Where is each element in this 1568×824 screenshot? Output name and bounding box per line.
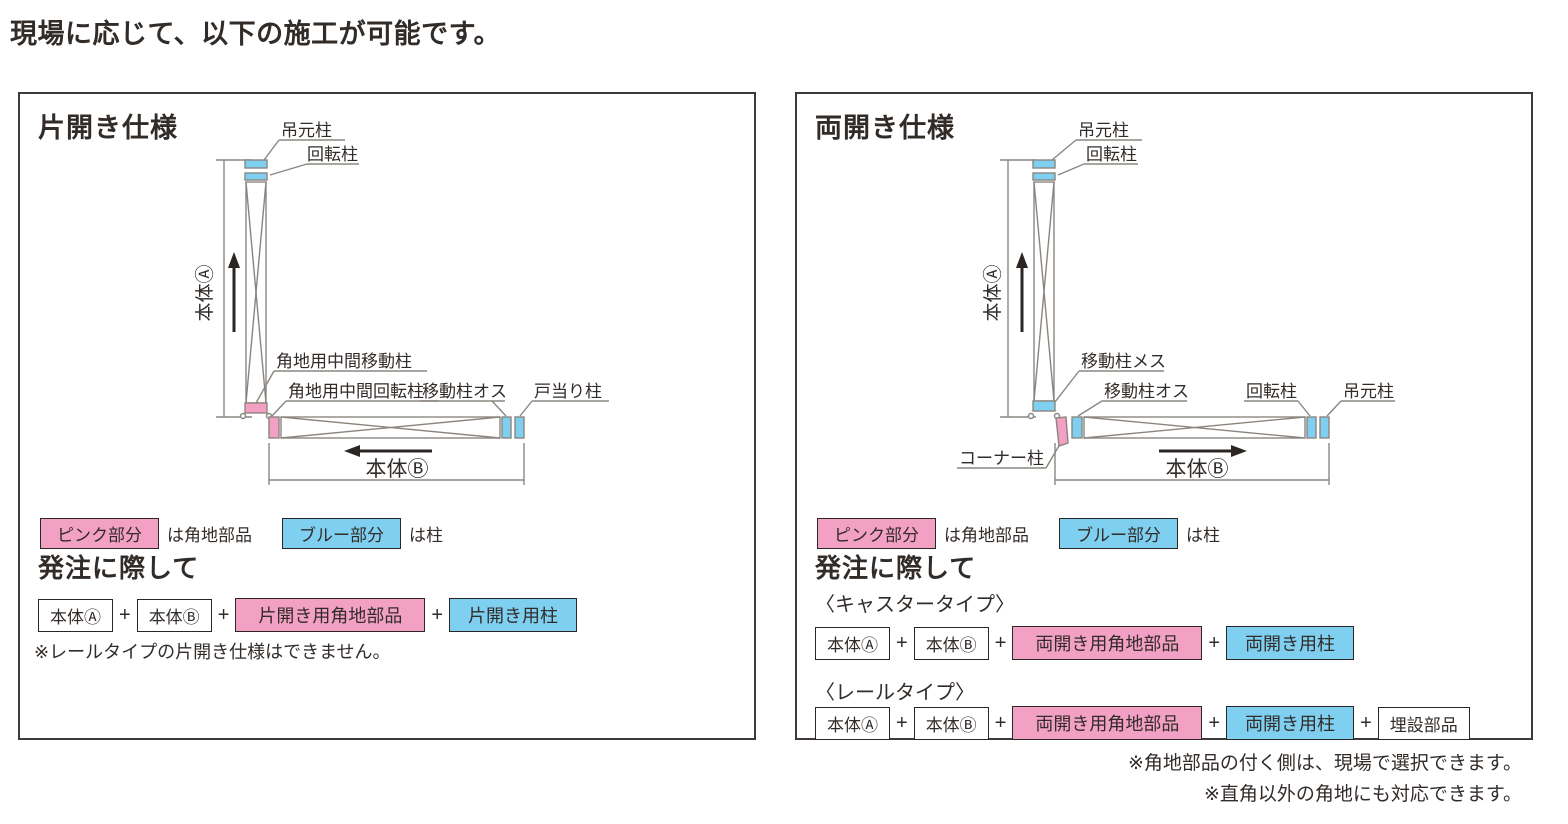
corner-middle-rotating-pillar-label: 角地用中間回転柱 [288,382,424,401]
formula-chip-body-a: 本体Ⓐ [38,598,113,632]
formula-chip-pillar: 両開き用柱 [1226,626,1355,660]
moving-pillar-male-shape [501,416,512,439]
vertical-gate [1027,159,1061,420]
leader-lines-bottom [957,370,1395,469]
formula-chip-pillar: 片開き用柱 [449,598,578,632]
dimension-b [1054,443,1330,485]
single-swing-panel: 片開き仕様 本体Ⓐ 吊元柱 回転柱 [18,92,756,740]
body-a-direction-arrow-icon [1016,252,1028,332]
plus-sign: + [896,711,908,734]
formula-chip-body-b: 本体Ⓑ [136,598,212,632]
double-swing-title: 両開き仕様 [815,113,955,143]
moving-pillar-female-shape [1032,400,1056,412]
footnote-1: ※角地部品の付く側は、現場で選択できます。 [1127,753,1522,774]
order-heading: 発注に際して [815,553,977,583]
rotating-pillar-shape [1032,172,1056,181]
footnote-2: ※直角以外の角地にも対応できます。 [1203,784,1522,805]
body-b-label: 本体Ⓑ [366,458,429,481]
plus-sign: + [896,631,908,654]
formula-chip-pillar: 両開き用柱 [1226,706,1355,740]
dimension-b [268,443,525,485]
hanging-pillar-label: 吊元柱 [281,121,332,140]
plus-sign: + [431,603,444,626]
formula-chip-buried-parts: 埋設部品 [1377,706,1470,740]
corner-pillar-label: コーナー柱 [959,449,1044,468]
leader-lines-top [263,139,359,176]
plus-sign: + [119,603,131,626]
body-a-label: 本体Ⓐ [982,264,1004,321]
rotating-pillar-label: 回転柱 [1086,145,1137,164]
formula-chip-corner-parts: 片開き用角地部品 [235,598,426,632]
caster-order-formula: 本体Ⓐ + 本体Ⓑ + 両開き用角地部品 + 両開き用柱 [815,626,1355,660]
order-heading: 発注に際して [38,553,200,583]
blue-legend-desc: は柱 [1186,526,1220,545]
blue-legend-badge: ブルー部分 [282,518,401,549]
pink-legend-desc: は角地部品 [167,526,252,545]
plus-sign: + [217,603,230,626]
body-b-label: 本体Ⓑ [1166,458,1229,481]
door-stop-pillar-shape [514,416,525,439]
rail-type-heading: 〈レールタイプ〉 [815,682,975,704]
corner-middle-moving-pillar-label: 角地用中間移動柱 [276,352,412,371]
rotating-pillar-shape [244,172,268,181]
hanging-pillar-shape [1032,159,1056,169]
hanging-pillar-right-label: 吊元柱 [1343,382,1394,401]
corner-pillar-shape [1055,416,1069,447]
rotating-pillar-right-shape [1306,416,1317,439]
plus-sign: + [994,711,1007,734]
moving-pillar-female-label: 移動柱メス [1081,352,1166,371]
double-swing-panel: 両開き仕様 本体Ⓐ 吊元柱 回転柱 [795,92,1533,740]
pink-legend-badge: ピンク部分 [817,518,936,549]
body-b-direction-arrow-icon [1159,445,1247,457]
formula-chip-body-b: 本体Ⓑ [913,626,989,660]
footnotes: ※角地部品の付く側は、現場で選択できます。 ※直角以外の角地にも対応できます。 [1128,748,1522,810]
pink-legend-desc: は角地部品 [944,526,1029,545]
page-title: 現場に応じて、以下の施工が可能です。 [10,19,501,49]
single-swing-order-formula: 本体Ⓐ + 本体Ⓑ + 片開き用角地部品 + 片開き用柱 [38,598,578,632]
corner-middle-rotating-pillar-shape [268,416,280,439]
formula-chip-corner-parts: 両開き用角地部品 [1012,626,1203,660]
moving-pillar-male-label: 移動柱オス [1104,382,1189,401]
leader-lines-top [1051,139,1142,176]
horizontal-gate [268,416,525,439]
rail-order-formula: 本体Ⓐ + 本体Ⓑ + 両開き用角地部品 + 両開き用柱 + 埋設部品 [815,706,1470,740]
plus-sign: + [1208,631,1221,654]
hanging-pillar-shape [244,159,268,169]
caster-type-heading: 〈キャスタータイプ〉 [815,594,1015,616]
plus-sign: + [994,631,1007,654]
single-swing-diagram: 本体Ⓐ 吊元柱 回転柱 角地用中間移動柱 角地用中間回転柱 移動柱オス 戸当り柱 [194,121,609,485]
blue-legend-desc: は柱 [409,526,443,545]
formula-chip-body-a: 本体Ⓐ [815,626,890,660]
rotating-pillar-right-label: 回転柱 [1246,382,1297,401]
corner-middle-moving-pillar-shape [244,402,268,414]
formula-chip-body-a: 本体Ⓐ [815,706,890,740]
moving-pillar-male-shape [1071,416,1083,439]
formula-chip-corner-parts: 両開き用角地部品 [1012,706,1203,740]
body-b-direction-arrow-icon [344,445,432,457]
color-legend: ピンク部分 は角地部品 ブルー部分 は柱 [817,518,1250,549]
moving-pillar-male-label: 移動柱オス [422,382,507,401]
vertical-gate [239,159,273,420]
body-a-direction-arrow-icon [228,252,240,332]
body-a-label: 本体Ⓐ [194,264,216,321]
blue-legend-badge: ブルー部分 [1059,518,1178,549]
horizontal-gate [1055,416,1330,447]
leader-lines-bottom [255,370,609,417]
door-stop-pillar-label: 戸当り柱 [534,382,602,401]
plus-sign: + [1208,711,1221,734]
formula-chip-body-b: 本体Ⓑ [913,706,989,740]
single-swing-note: ※レールタイプの片開き仕様はできません。 [34,642,391,662]
plus-sign: + [1360,711,1372,734]
rotating-pillar-label: 回転柱 [307,145,358,164]
single-swing-title: 片開き仕様 [38,113,178,143]
pink-legend-badge: ピンク部分 [40,518,159,549]
double-swing-diagram: 本体Ⓐ 吊元柱 回転柱 移動柱メス 移動柱オス 回転柱 吊元柱 コーナー柱 [957,121,1395,485]
color-legend: ピンク部分 は角地部品 ブルー部分 は柱 [40,518,473,549]
hanging-pillar-right-shape [1319,416,1330,439]
hanging-pillar-label: 吊元柱 [1078,121,1129,140]
dimension-a [1000,159,1036,418]
